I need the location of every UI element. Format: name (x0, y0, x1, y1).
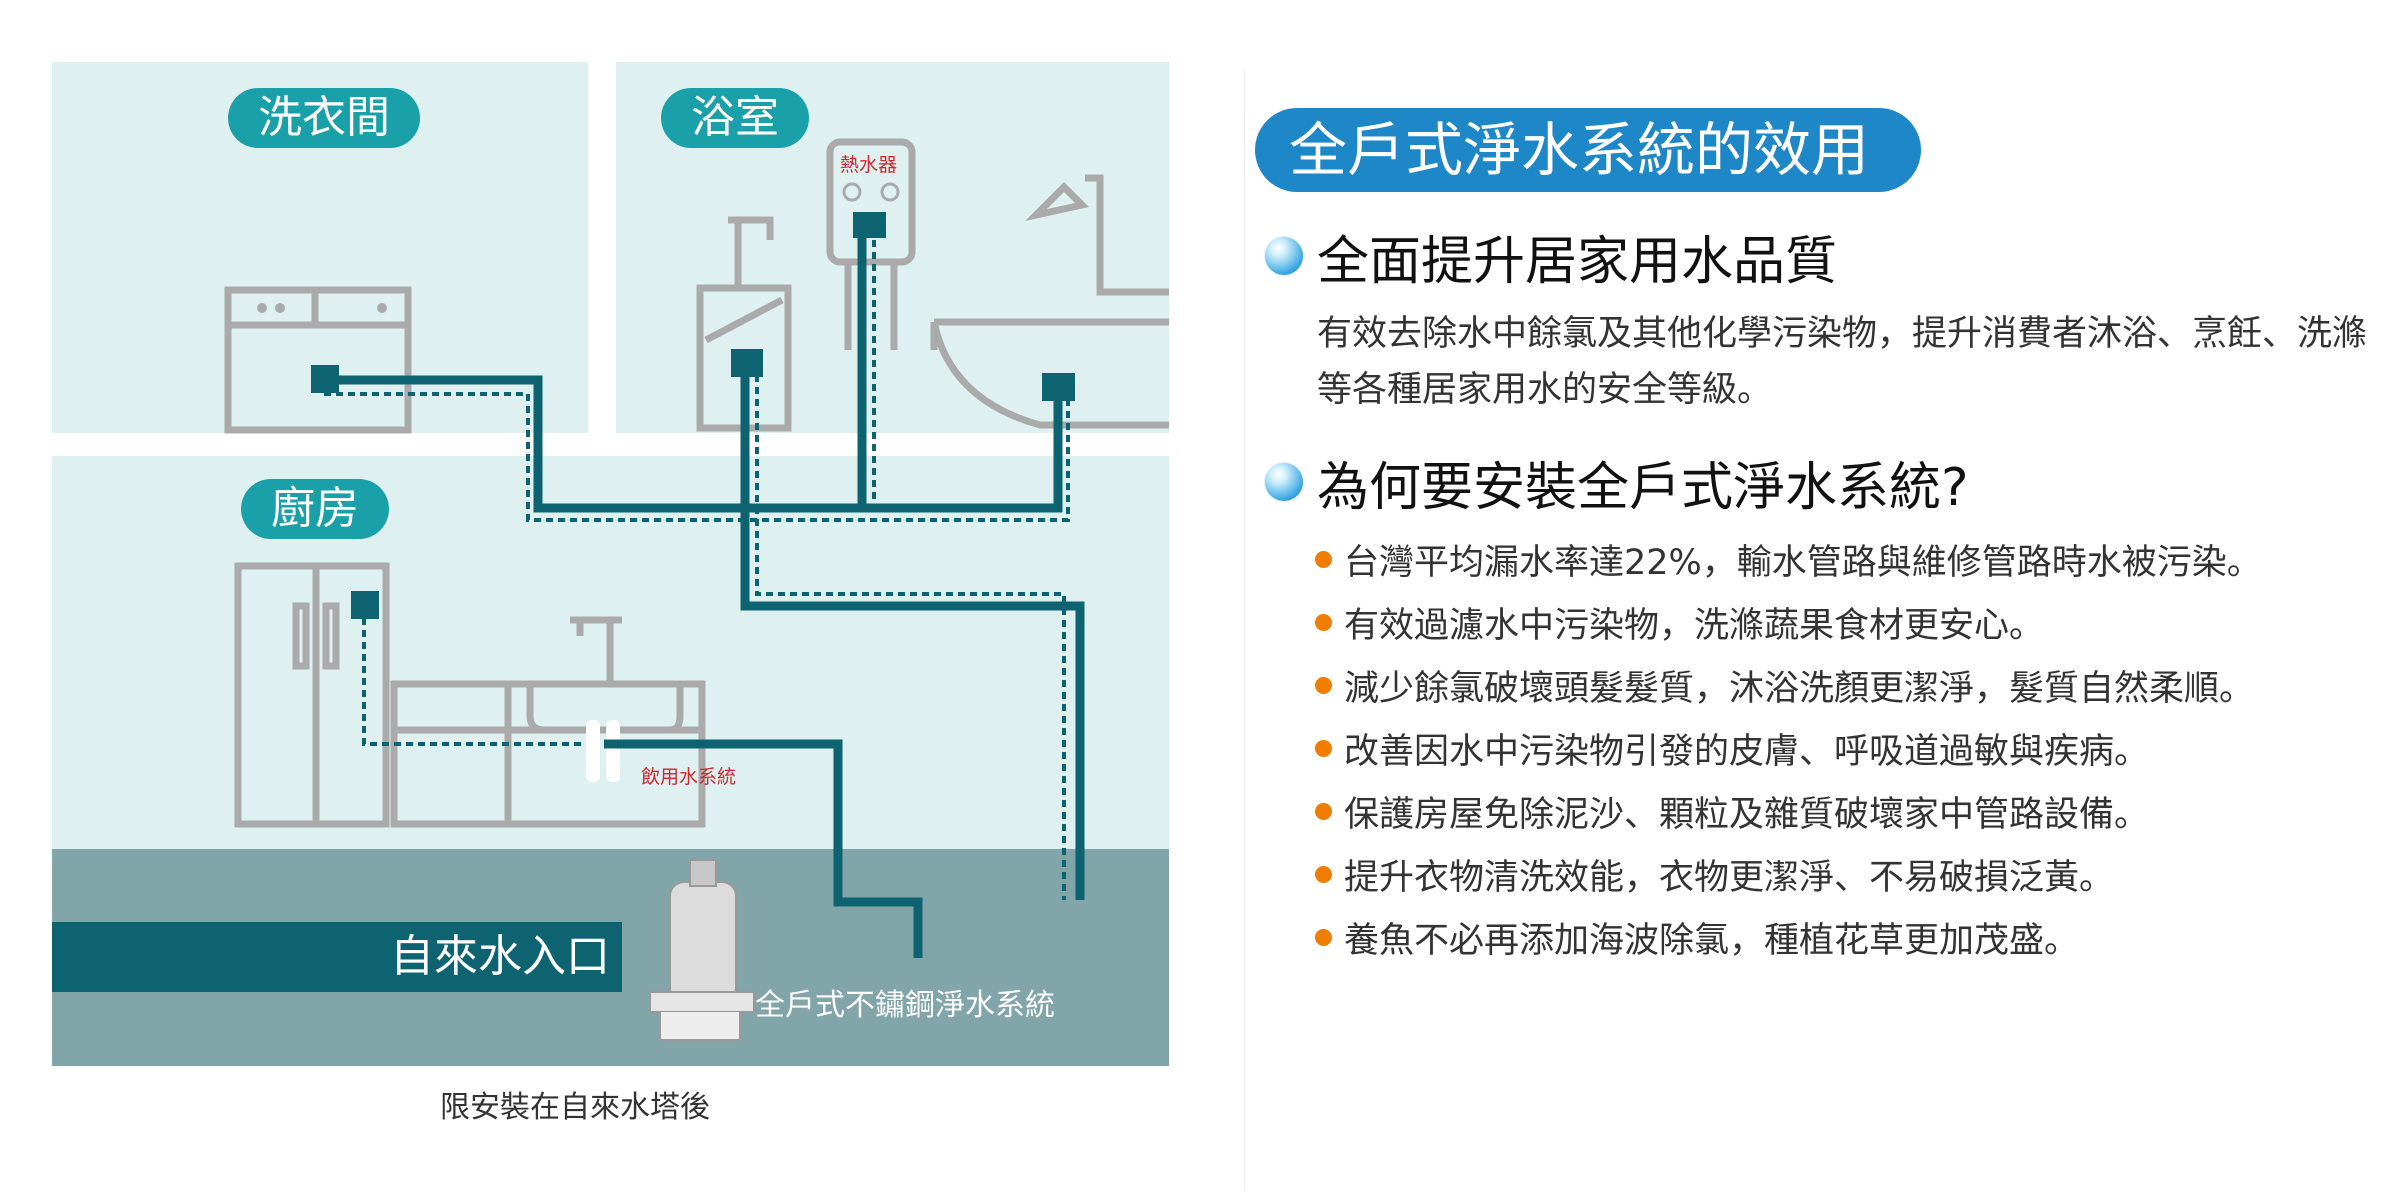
shower-tub-icon (930, 174, 1169, 429)
benefit-list: 台灣平均漏水率達22%，輸水管路與維修管路時水被污染。 有效過濾水中污染物，洗滌… (1315, 528, 2262, 969)
column-divider (1244, 70, 1245, 1191)
water-heater-icon (826, 138, 916, 350)
list-item: 提升衣物清洗效能，衣物更潔淨、不易破損泛黃。 (1315, 843, 2262, 906)
list-item: 養魚不必再添加海波除氯，種植花草更加茂盛。 (1315, 906, 2262, 969)
washing-machine-icon (224, 286, 412, 434)
installation-caption: 限安裝在自來水塔後 (440, 1090, 710, 1125)
list-item: 減少餘氯破壞頭髮髮質，沐浴洗顏更潔淨，髮質自然柔順。 (1315, 654, 2262, 717)
drinking-filter-icon (586, 720, 620, 782)
list-item: 保護房屋免除泥沙、顆粒及雜質破壞家中管路設備。 (1315, 780, 2262, 843)
orange-dot-icon (1315, 614, 1332, 631)
orange-dot-icon (1315, 866, 1332, 883)
plumbing-illustration (52, 62, 1169, 1066)
whole-house-system-label: 全戶式不鏽鋼淨水系統 (755, 988, 1055, 1023)
section2-heading-text: 為何要安裝全戶式淨水系統? (1317, 457, 1969, 518)
section1-heading: 全面提升居家用水品質 (1265, 224, 1837, 292)
fridge-icon (234, 562, 390, 828)
water-heater-label: 熱水器 (840, 154, 898, 176)
orange-dot-icon (1315, 551, 1332, 568)
bubble-bullet-icon (1265, 237, 1303, 275)
section1-body: 有效去除水中餘氯及其他化學污染物，提升消費者沐浴、烹飪、洗滌等各種居家用水的安全… (1317, 314, 2368, 410)
orange-dot-icon (1315, 677, 1332, 694)
pipe-network (324, 228, 1085, 958)
inlet-pipe-bar (52, 922, 622, 992)
drinking-system-label: 飲用水系統 (641, 766, 737, 788)
room-tag-bathroom: 浴室 (661, 88, 809, 148)
room-tag-laundry: 洗衣間 (228, 88, 420, 148)
benefits-panel: 全戶式淨水系統的效用 全面提升居家用水品質 有效去除水中餘氯及其他化學污染物，提… (1255, 108, 2400, 1188)
stainless-filter-icon (649, 859, 755, 1041)
room-tag-kitchen: 廚房 (241, 479, 389, 539)
panel-title: 全戶式淨水系統的效用 (1255, 108, 1922, 192)
list-item: 有效過濾水中污染物，洗滌蔬果食材更安心。 (1315, 591, 2262, 654)
plumbing-diagram: 洗衣間 浴室 廚房 熱水器 飲用水系統 自來水入口 全戶式不鏽鋼淨水系統 限安裝… (52, 62, 1169, 1125)
orange-dot-icon (1315, 929, 1332, 946)
orange-dot-icon (1315, 803, 1332, 820)
section2-heading: 為何要安裝全戶式淨水系統? (1265, 450, 1969, 518)
list-item: 台灣平均漏水率達22%，輸水管路與維修管路時水被污染。 (1315, 528, 2262, 591)
bubble-bullet-icon (1265, 463, 1303, 501)
orange-dot-icon (1315, 740, 1332, 757)
section1-heading-text: 全面提升居家用水品質 (1317, 231, 1838, 292)
list-item: 改善因水中污染物引發的皮膚、呼吸道過敏與疾病。 (1315, 717, 2262, 780)
inlet-label: 自來水入口 (390, 931, 610, 982)
